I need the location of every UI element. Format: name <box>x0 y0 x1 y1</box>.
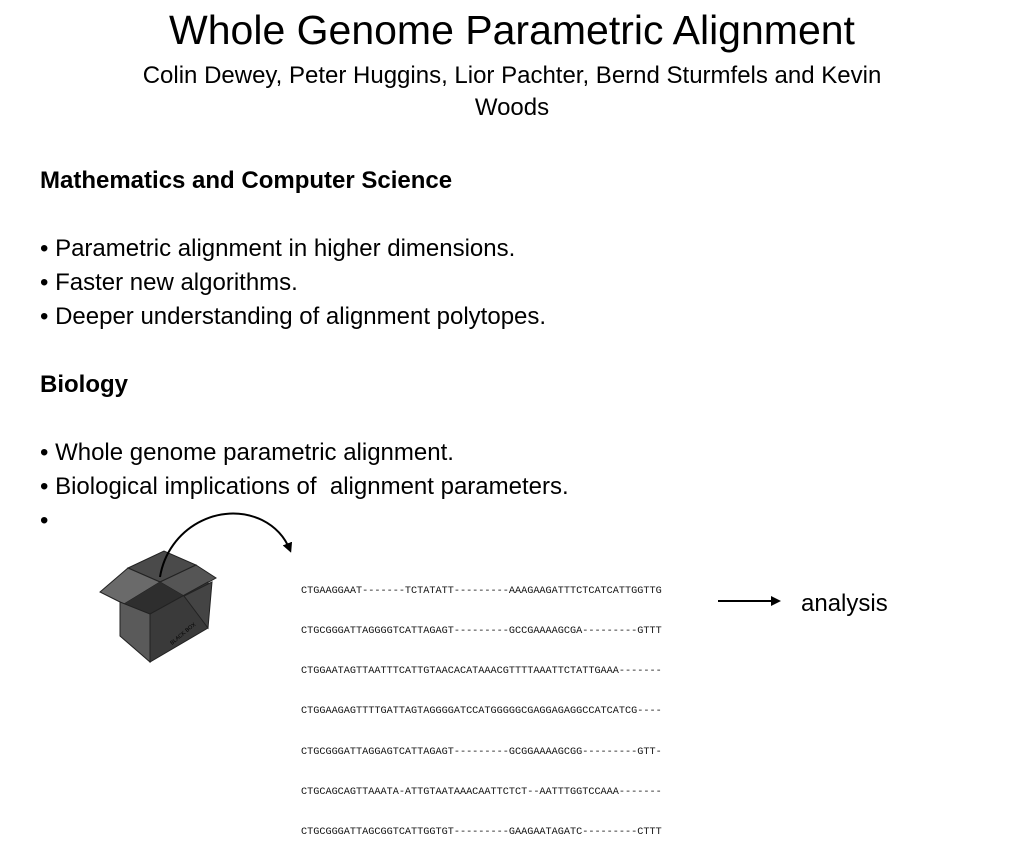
bullet-item: • Parametric alignment in higher dimensi… <box>40 235 516 262</box>
bullet-item: • <box>40 507 49 534</box>
authors-line-1: Colin Dewey, Peter Huggins, Lior Pachter… <box>142 62 882 89</box>
sequence-row: CTGCGGGATTAGGAGTCATTAGAGT---------GCGGAA… <box>301 746 662 758</box>
sequence-row: CTGGAAGAGTTTTGATTAGTAGGGGATCCATGGGGGCGAG… <box>301 706 662 718</box>
sequence-row: CTGCGGGATTAGGGGTCATTAGAGT---------GCCGAA… <box>301 626 662 638</box>
sequence-row: CTGAAGGAAT-------TCTATATT---------AAAGAA… <box>301 585 662 597</box>
sequence-row: CTGGAATAGTTAATTTCATTGTAACACATAAACGTTTTAA… <box>301 666 662 678</box>
page-title: Whole Genome Parametric Alignment <box>169 7 855 53</box>
sequence-row: CTGCGGGATTAGCGGTCATTGGTGT---------GAAGAA… <box>301 827 662 839</box>
author-list: Colin Dewey, Peter Huggins, Lior Pachter… <box>0 60 1024 124</box>
black-box-figure: BLACK BOX <box>99 512 781 664</box>
section-heading-biology: Biology <box>40 371 128 398</box>
bullet-item: • Whole genome parametric alignment. <box>40 439 454 466</box>
sequence-row: CTGCAGCAGTTAAATA-ATTGTAATAAACAATTCTCT--A… <box>301 786 662 798</box>
section-heading-math-cs: Mathematics and Computer Science <box>40 167 453 194</box>
arrow-curved <box>159 512 293 578</box>
bullet-item: • Deeper understanding of alignment poly… <box>40 303 547 330</box>
authors-line-2: Woods <box>474 94 550 121</box>
bullet-item: • Biological implications of alignment p… <box>40 473 569 500</box>
black-box-icon: BLACK BOX <box>99 550 217 664</box>
sequence-alignment-block: CTGAAGGAAT-------TCTATATT---------AAAGAA… <box>301 558 662 853</box>
bullet-item: • Faster new algorithms. <box>40 269 298 296</box>
analysis-label: analysis <box>801 590 888 617</box>
